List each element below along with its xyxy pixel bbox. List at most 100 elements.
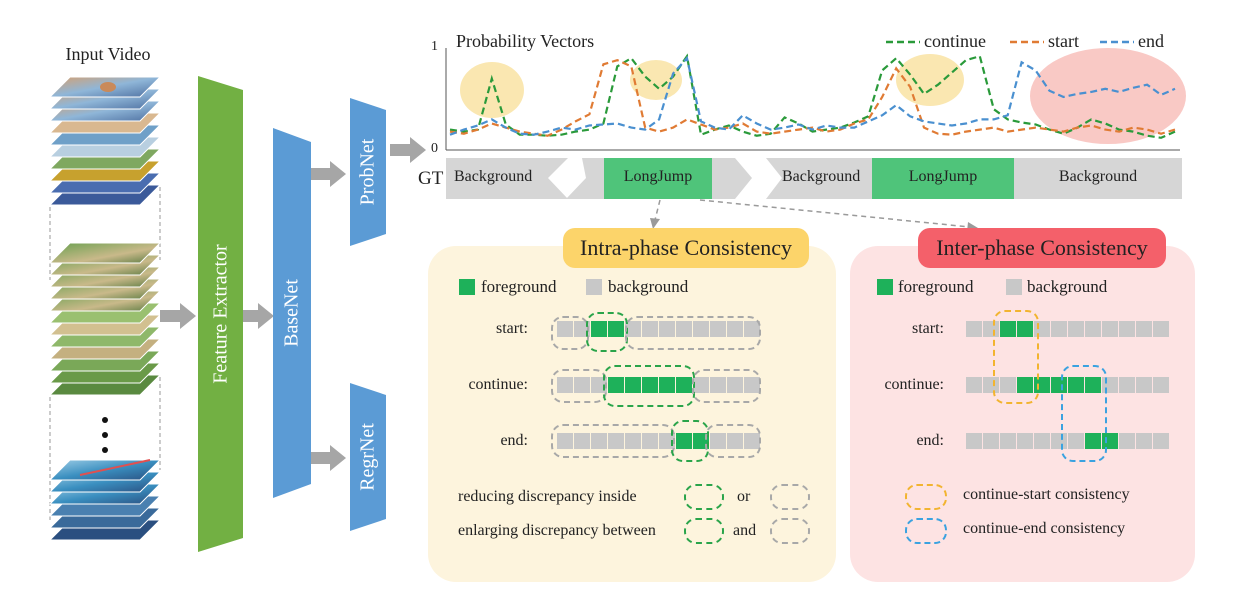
intra-start-bg-group-2 <box>625 316 761 350</box>
intra-continue-bg-group-2 <box>692 369 761 403</box>
intra-continue-cell <box>642 377 658 393</box>
legend-end: end <box>1138 31 1164 51</box>
intra-end-cell <box>625 433 641 449</box>
inter-end-cell <box>966 433 982 449</box>
intra-end-cell <box>710 433 726 449</box>
inter-end-cell <box>1051 433 1067 449</box>
inter-end-cell <box>1085 433 1101 449</box>
intra-legend-fg: foreground <box>481 277 557 296</box>
intra-note-2-conj: and <box>733 522 757 539</box>
arrow-basenet-to-regrnet <box>311 445 346 471</box>
intra-start-cell <box>642 321 658 337</box>
input-video-label: Input Video <box>65 44 151 64</box>
intra-legend-fg-swatch <box>459 279 475 295</box>
arrow-extractor-to-basenet <box>243 303 274 329</box>
arrow-probnet-to-chart <box>390 137 426 163</box>
inter-start-cell <box>1153 321 1169 337</box>
intra-continue-cell <box>676 377 692 393</box>
highlight-yellow-1 <box>460 62 524 118</box>
series-line-continue <box>449 53 1176 139</box>
intra-start-cell <box>608 321 624 337</box>
gt-text-2: LongJump <box>623 168 693 185</box>
series-line-start <box>449 59 1176 137</box>
intra-row-end-label: end: <box>500 432 528 449</box>
probnet-module: ProbNet <box>350 98 386 246</box>
inter-end-cell <box>1153 433 1169 449</box>
inter-end-cell <box>1017 433 1033 449</box>
intra-end-cell <box>727 433 743 449</box>
intra-continue-cell <box>557 377 573 393</box>
gt-text-4: LongJump <box>908 168 978 185</box>
gt-label: GT <box>418 168 444 189</box>
intra-legend-bg: background <box>608 277 689 296</box>
feature-extractor-module: Feature Extractor <box>198 76 243 552</box>
inter-continue-cell <box>1153 377 1169 393</box>
inter-start-cell <box>1051 321 1067 337</box>
inter-legend-bg: background <box>1027 277 1108 296</box>
intra-end-cell <box>744 433 760 449</box>
intra-start-cell <box>659 321 675 337</box>
inter-start-cell <box>1017 321 1033 337</box>
series-line-end <box>449 55 1176 136</box>
arrow-frames-to-extractor <box>160 303 196 329</box>
inter-legend-bg-swatch <box>1006 279 1022 295</box>
intra-end-cell <box>608 433 624 449</box>
intra-phase-title: Intra-phase Consistency <box>563 228 809 268</box>
highlight-yellow-3 <box>896 54 964 106</box>
inter-row-start-label: start: <box>912 320 944 337</box>
intra-row-continue-label: continue: <box>468 376 528 393</box>
inter-start-cell <box>1102 321 1118 337</box>
inter-end-cell <box>1000 433 1016 449</box>
legend-start: start <box>1048 31 1079 51</box>
inter-note-2: continue-end consistency <box>963 520 1126 537</box>
intra-start-cell <box>693 321 709 337</box>
intra-note-1-bg-icon <box>770 484 810 510</box>
intra-end-bg-group-2 <box>705 424 761 458</box>
highlight-red-4 <box>1030 48 1186 144</box>
intra-start-cell <box>727 321 743 337</box>
intra-continue-fg-group <box>603 365 695 407</box>
intra-start-cell <box>676 321 692 337</box>
intra-end-cell <box>642 433 658 449</box>
intra-continue-cell <box>574 377 590 393</box>
inter-start-cell <box>1000 321 1016 337</box>
inter-row-end-label: end: <box>916 432 944 449</box>
intra-continue-cell <box>744 377 760 393</box>
inter-phase-title: Inter-phase Consistency <box>918 228 1166 268</box>
inter-note-2-icon <box>905 518 947 544</box>
inter-start-cell <box>1068 321 1084 337</box>
inter-start-cell <box>1085 321 1101 337</box>
inter-continue-cell <box>1051 377 1067 393</box>
intra-end-cell <box>676 433 692 449</box>
inter-continue-cell <box>1068 377 1084 393</box>
inter-note-1-icon <box>905 484 947 510</box>
y-tick-1: 1 <box>431 39 438 54</box>
intra-note-1: reducing discrepancy inside <box>458 488 637 505</box>
intra-start-fg-group <box>586 312 628 352</box>
gt-segment-2 <box>604 158 712 199</box>
inter-start-cell <box>966 321 982 337</box>
inter-continue-cell <box>1017 377 1033 393</box>
chart-title: Probability Vectors <box>456 31 595 51</box>
legend-continue: continue <box>924 31 986 51</box>
inter-start-cell <box>1136 321 1152 337</box>
gt-segment-5 <box>1014 158 1182 199</box>
inter-continue-cell <box>1136 377 1152 393</box>
frame-group-2 <box>48 242 162 396</box>
intra-note-2: enlarging discrepancy between <box>458 522 656 539</box>
y-tick-0: 0 <box>431 141 438 156</box>
intra-note-1-conj: or <box>737 488 751 505</box>
highlight-yellow-2 <box>630 60 682 100</box>
intra-continue-cell <box>727 377 743 393</box>
video-frame-stack <box>48 76 162 541</box>
intra-continue-bg-group <box>551 369 607 403</box>
intra-end-bg-group <box>551 424 675 458</box>
inter-legend-fg: foreground <box>898 277 974 296</box>
inter-end-cell <box>1119 433 1135 449</box>
frame-group-3 <box>48 459 162 541</box>
intra-end-fg-group <box>671 420 709 462</box>
